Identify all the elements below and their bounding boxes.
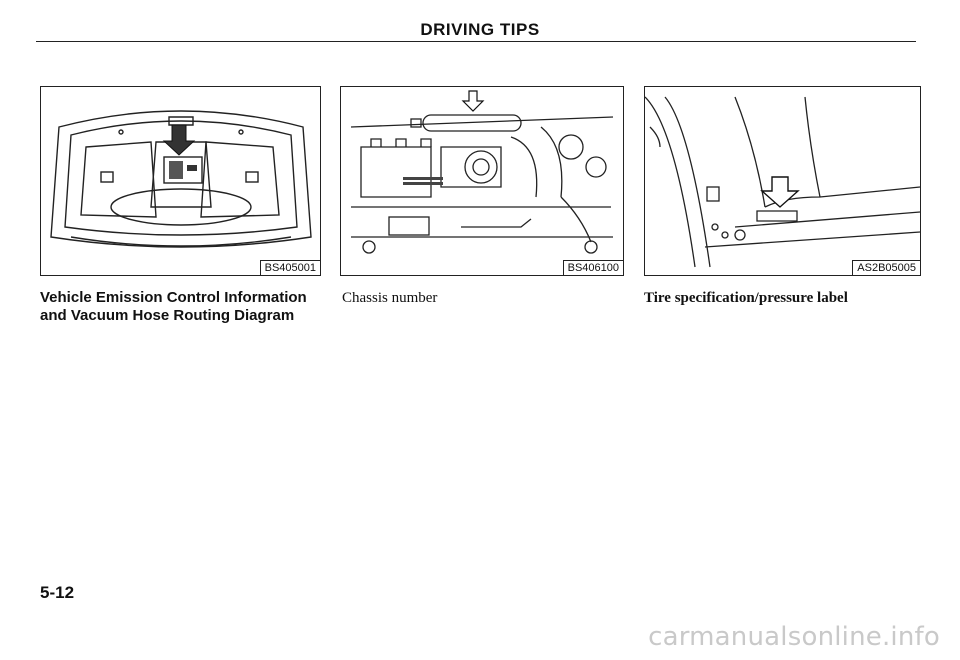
hood-illustration — [50, 110, 312, 248]
watermark: carmanualsonline.info — [648, 622, 940, 652]
figure-hood-label: BS405001 — [40, 86, 321, 276]
figure-caption: Vehicle Emission Control Information and… — [40, 289, 307, 324]
figure-caption: Chassis number — [342, 290, 438, 306]
figure-caption: Tire specification/pressure label — [644, 290, 848, 306]
figure-code: BS405001 — [259, 260, 320, 275]
page-title: DRIVING TIPS — [420, 20, 540, 39]
figure-code: BS406100 — [562, 260, 623, 275]
header-divider — [36, 41, 916, 42]
door-pillar-illustration — [645, 96, 920, 268]
down-arrow-icon — [162, 124, 196, 156]
down-arrow-icon — [461, 90, 485, 112]
page-number: 5-12 — [40, 583, 75, 602]
down-arrow-icon — [760, 176, 800, 208]
figure-tire-label: AS2B05005 — [644, 86, 921, 276]
figure-chassis-number: BS406100 — [340, 86, 624, 276]
figure-code: AS2B05005 — [852, 260, 920, 275]
engine-illustration — [350, 90, 614, 254]
